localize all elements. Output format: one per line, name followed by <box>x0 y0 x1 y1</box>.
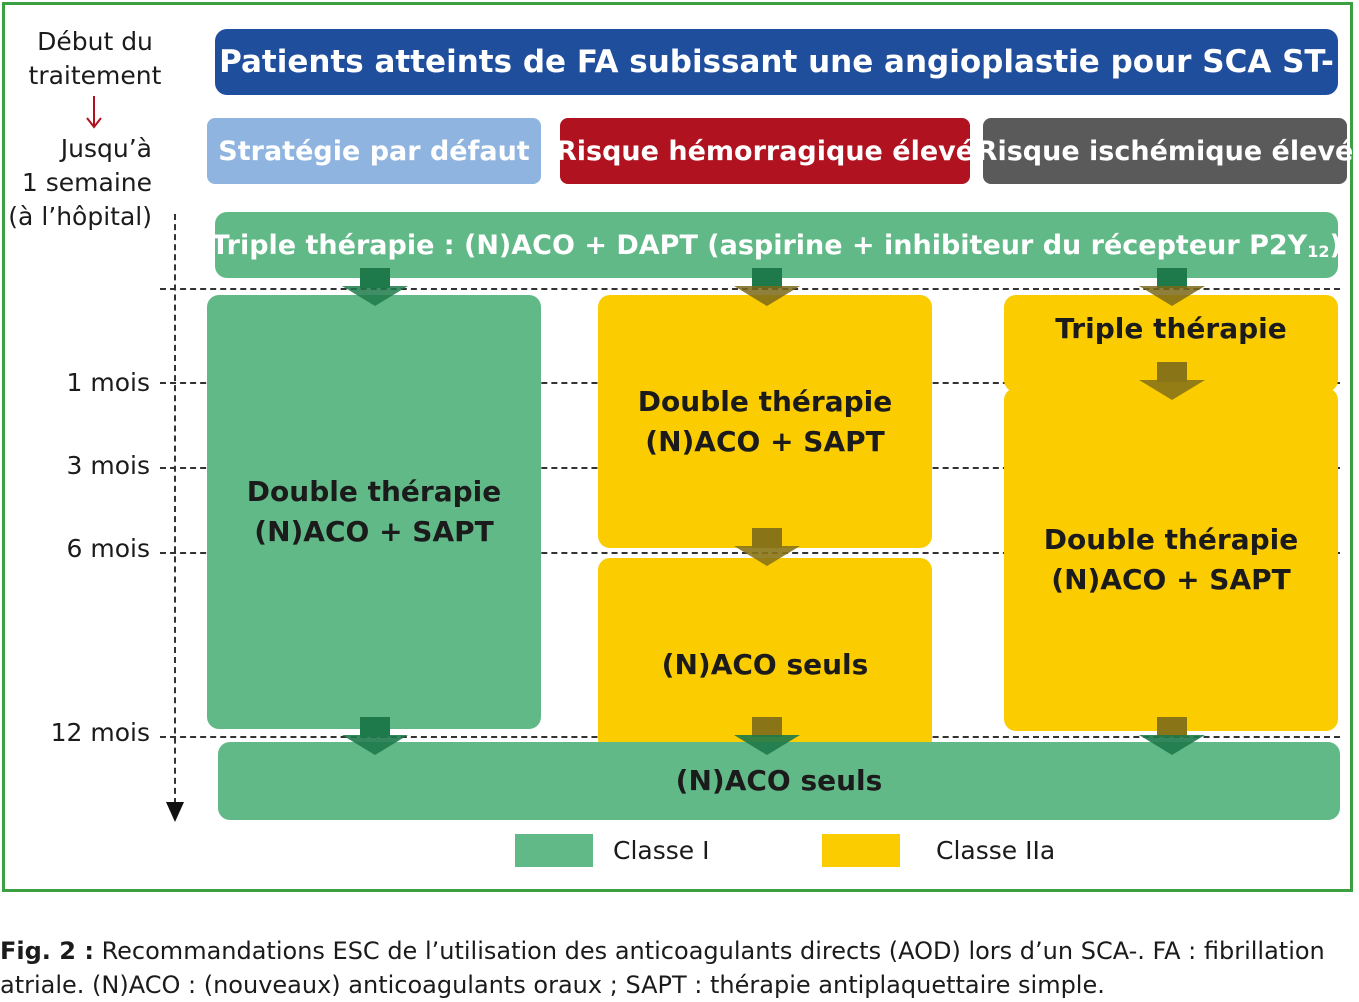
arrow-down-icon <box>1139 717 1205 755</box>
timeline-start-line2: traitement <box>28 61 162 90</box>
arrow-down-icon <box>1139 268 1205 306</box>
arrow-down-icon <box>734 268 800 306</box>
timeline-start-line1: Début du <box>37 27 153 56</box>
bleeding-naco-only-box: (N)ACO seuls <box>598 558 932 751</box>
legend-label-class1: Classe I <box>613 836 710 865</box>
triple-therapy-text: Triple thérapie : (N)ACO + DAPT (aspirin… <box>211 229 1308 261</box>
arrow-down-icon <box>734 528 800 566</box>
arrow-down-icon <box>1139 362 1205 400</box>
timeline-axis-arrow-icon <box>166 802 184 822</box>
legend-label-class2a: Classe IIa <box>936 836 1056 865</box>
bleeding-double-therapy-box: Double thérapie (N)ACO + SAPT <box>598 295 932 548</box>
ischemic-double-therapy-box: Double thérapie (N)ACO + SAPT <box>1004 388 1338 731</box>
timeline-start-label: Début du traitement <box>20 25 170 93</box>
caption-prefix: Fig. 2 : <box>0 937 94 965</box>
default-double-therapy-box: Double thérapie (N)ACO + SAPT <box>207 295 541 729</box>
caption-text: Recommandations ESC de l’utilisation des… <box>0 937 1325 999</box>
triple-therapy-close: ) <box>1329 229 1342 261</box>
timeline-12-months: 12 mois <box>50 718 150 747</box>
page-title: Patients atteints de FA subissant une an… <box>215 29 1338 95</box>
timeline-until-label: Jusqu’à 1 semaine (à l’hôpital) <box>0 132 152 234</box>
timeline-axis <box>174 214 176 804</box>
timeline-red-arrow-icon <box>86 96 102 129</box>
timeline-6-months: 6 mois <box>66 534 150 563</box>
triple-therapy-subscript: 12 <box>1307 241 1330 261</box>
figure-caption: Fig. 2 : Recommandations ESC de l’utilis… <box>0 934 1359 1002</box>
arrow-down-icon <box>342 268 408 306</box>
figure-frame <box>2 2 1353 892</box>
arrow-down-icon <box>342 717 408 755</box>
legend-swatch-class1 <box>515 834 593 867</box>
final-naco-only-bar: (N)ACO seuls <box>218 742 1340 820</box>
timeline-until-line2: 1 semaine <box>21 168 152 197</box>
timeline-until-line1: Jusqu’à <box>60 134 152 163</box>
arrow-down-icon <box>734 717 800 755</box>
legend-swatch-class2a <box>822 834 900 867</box>
timeline-1-month: 1 mois <box>66 368 150 397</box>
timeline-3-months: 3 mois <box>66 451 150 480</box>
header-default-strategy: Stratégie par défaut <box>207 118 541 184</box>
header-high-bleeding-risk: Risque hémorragique élevé <box>556 118 974 184</box>
timeline-until-line3: (à l’hôpital) <box>8 202 152 231</box>
triple-therapy-bar: Triple thérapie : (N)ACO + DAPT (aspirin… <box>211 212 1342 278</box>
header-high-ischemic-risk: Risque ischémique élevé <box>977 118 1353 184</box>
